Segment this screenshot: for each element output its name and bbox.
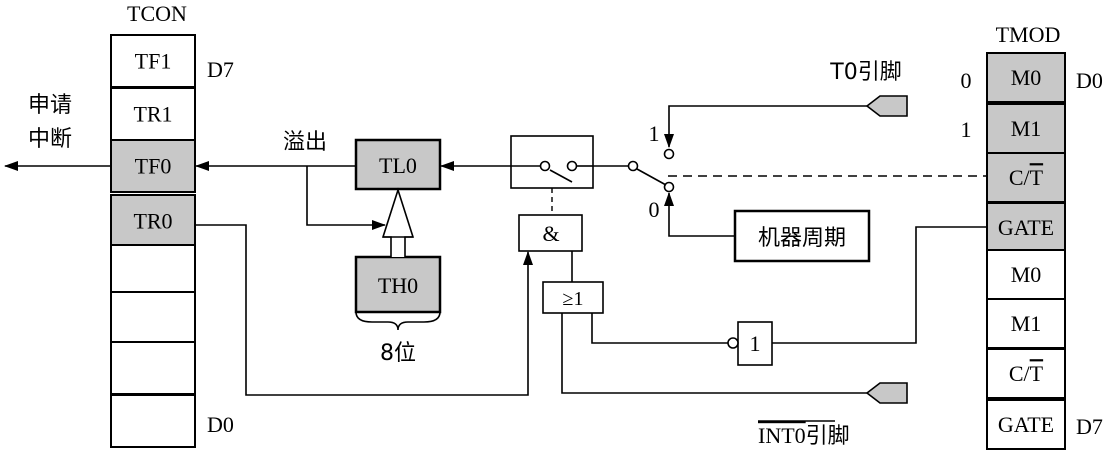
eight-bit-brace: [355, 311, 441, 331]
not-gate-bubble: [727, 337, 739, 349]
tcon-cell-7: [110, 394, 196, 448]
tl0-register: TL0: [354, 138, 442, 191]
tcon-cell-5: [110, 291, 196, 345]
int0-to-or-line: [561, 313, 867, 394]
machine-cycle-line: [664, 192, 735, 237]
tcon-cell-6: [110, 341, 196, 395]
and-gate: &: [518, 214, 583, 252]
tmod-bit-d7: D7: [1076, 414, 1103, 439]
tmod-value-m1: 1: [961, 117, 972, 142]
tcon-cell-1: TR1: [110, 87, 196, 141]
interrupt-request: 申请 中断: [4, 93, 110, 171]
int0-pin-name: INT0: [758, 423, 806, 448]
tl0-label: TL0: [379, 153, 417, 178]
tmod-cell-label: C/T: [1009, 361, 1044, 386]
gate-to-not-line: [772, 226, 987, 344]
not-to-or-line: [591, 313, 728, 344]
overflow-feedback-line: [306, 166, 386, 230]
tmod-cell-label: M0: [1011, 65, 1042, 90]
tcon-cell-3: TR0: [110, 194, 196, 248]
tmod-cell-3: GATE: [986, 202, 1066, 253]
tcon-cell-label: TR0: [133, 209, 172, 234]
t0-pin-line: [664, 105, 867, 148]
tmod-cell-label: M1: [1011, 311, 1042, 336]
tmod-bit-d0: D0: [1076, 68, 1103, 93]
interrupt-request-label-line1: 申请: [28, 93, 72, 118]
tr0-to-and-line: [196, 224, 533, 396]
tcon-title: TCON: [127, 1, 187, 26]
tcon-cell-4: [110, 244, 196, 298]
tmod-cell-5: M1: [986, 298, 1066, 349]
switch-position-1: 1: [649, 121, 660, 146]
t0-pin-connector: [865, 95, 908, 117]
int0-pin-connector: [865, 382, 908, 404]
and-gate-label: &: [542, 221, 559, 246]
overflow-label: 溢出: [283, 130, 327, 155]
overflow-path: 溢出: [195, 130, 386, 230]
tmod-cell-label: M1: [1011, 116, 1042, 141]
int0-pin-suffix: 引脚: [806, 424, 850, 449]
th0-label: TH0: [378, 273, 418, 298]
tcon-bit-d0: D0: [207, 412, 234, 437]
not-gate-label: 1: [750, 331, 761, 356]
eight-bit-label: 8位: [380, 341, 416, 366]
tcon-cell-label: TF0: [135, 154, 172, 179]
interrupt-request-label-line2: 中断: [28, 127, 72, 152]
t0-pin-label: T0引脚: [829, 60, 901, 85]
th0-to-tl0-hollow-arrow: [381, 187, 415, 257]
tmod-title: TMOD: [996, 22, 1061, 47]
tmod-cell-label: GATE: [998, 215, 1054, 240]
switch-position-0: 0: [649, 197, 660, 222]
or-gate: ≥1: [542, 281, 604, 314]
tmod-cell-0: M0: [986, 52, 1066, 103]
tmod-cell-label: M0: [1011, 262, 1042, 287]
tcon-cell-label: TR1: [133, 102, 172, 127]
tcon-cell-2: TF0: [110, 139, 196, 193]
tmod-cell-2: C/T: [986, 152, 1066, 203]
tmod-cell-label: C/T: [1009, 165, 1044, 190]
mode-selector-switch: 1 0: [593, 121, 675, 222]
machine-cycle-label: 机器周期: [758, 226, 846, 251]
control-switch: [510, 135, 594, 189]
machine-cycle-box: 机器周期: [733, 209, 871, 263]
tmod-cell-4: M0: [986, 249, 1066, 300]
int0-pin-label: INT0引脚: [758, 423, 850, 449]
not-gate: 1: [727, 321, 773, 366]
tcon-cell-label: TF1: [135, 49, 172, 74]
tmod-value-m0: 0: [961, 68, 972, 93]
or-gate-label: ≥1: [563, 288, 584, 310]
tcon-bit-d7: D7: [207, 57, 234, 82]
tmod-cell-label: GATE: [998, 412, 1054, 437]
tcon-cell-0: TF1: [110, 34, 196, 88]
tmod-cell-1: M1: [986, 103, 1066, 154]
tmod-cell-7: GATE: [986, 399, 1066, 450]
tmod-cell-6: C/T: [986, 348, 1066, 399]
th0-register: TH0: [354, 255, 442, 314]
